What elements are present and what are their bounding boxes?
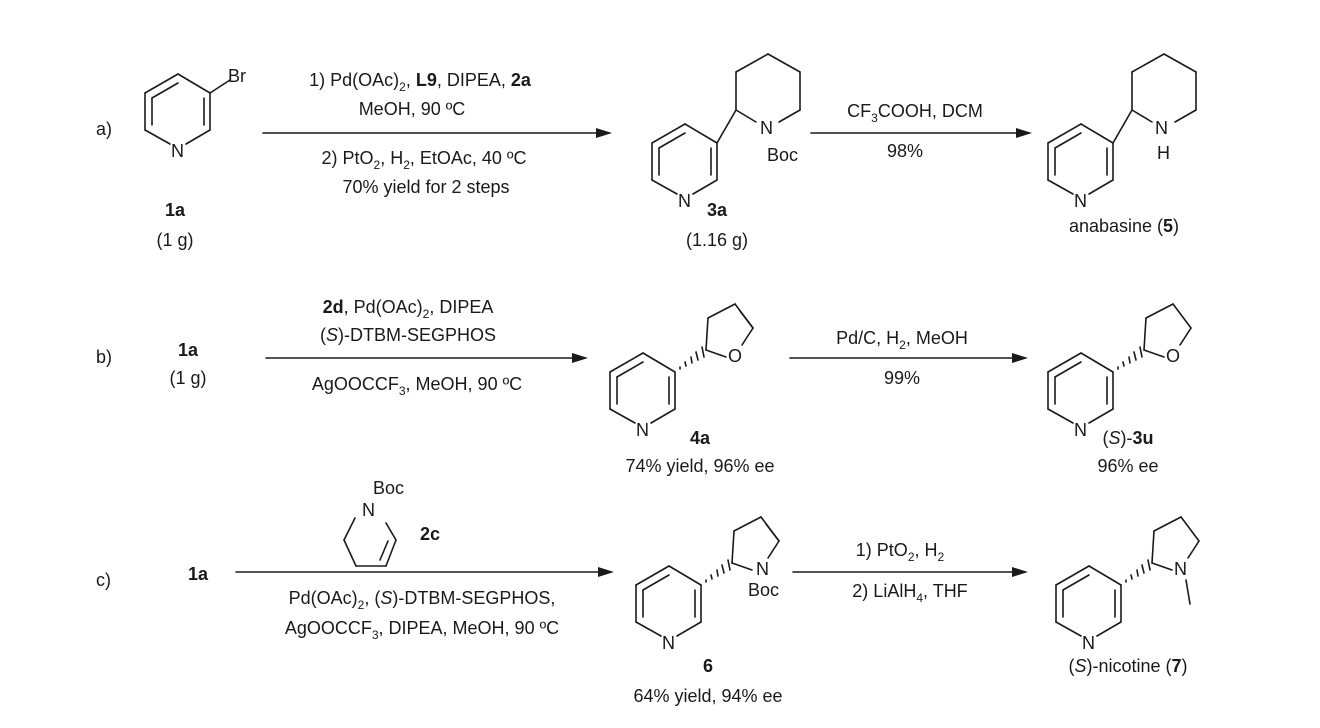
nicotine-label: (S)-nicotine (7): [1068, 656, 1187, 676]
row-b-cond-above-2: (S)-DTBM-SEGPHOS: [320, 325, 496, 345]
compound-2c-label: 2c: [420, 524, 440, 544]
row-b-cond-above-1: 2d, Pd(OAc)2, DIPEA: [323, 297, 494, 321]
row-a-cond2-above: CF3COOH, DCM: [847, 101, 983, 125]
compound-3u-structure: N O: [1047, 303, 1192, 440]
compound-4a-label: 4a: [690, 428, 711, 448]
atom-o: O: [1166, 346, 1180, 366]
compound-2c-structure: Boc N: [343, 478, 404, 567]
row-c-cond2-below: 2) LiAlH4, THF: [852, 581, 967, 605]
compound-4a-note: 74% yield, 96% ee: [625, 456, 774, 476]
atom-n-pyrroline: N: [756, 559, 769, 579]
row-a-cond-above-1: 1) Pd(OAc)2, L9, DIPEA, 2a: [309, 70, 532, 94]
compound-3a-amount: (1.16 g): [686, 230, 748, 250]
atom-boc: Boc: [373, 478, 404, 498]
row-c-cond-below-1: Pd(OAc)2, (S)-DTBM-SEGPHOS,: [289, 588, 556, 612]
compound-1a-label: 1a: [165, 200, 186, 220]
atom-n-methyl: N: [1174, 559, 1187, 579]
compound-6-label: 6: [703, 656, 713, 676]
compound-3u-label: (S)-3u: [1102, 428, 1153, 448]
atom-n: N: [1082, 633, 1095, 653]
anabasine-label: anabasine (5): [1069, 216, 1179, 236]
compound-6-structure: N N Boc: [635, 516, 780, 653]
compound-1a-label-b: 1a: [178, 340, 199, 360]
atom-n: N: [662, 633, 675, 653]
atom-n: N: [171, 141, 184, 161]
row-a-cond-below-2: 70% yield for 2 steps: [342, 177, 509, 197]
atom-br: Br: [228, 66, 246, 86]
atom-o: O: [728, 346, 742, 366]
row-a-cond2-below: 98%: [887, 141, 923, 161]
row-c-cond2-above: 1) PtO2, H2: [856, 540, 945, 564]
compound-1a-amount: (1 g): [156, 230, 193, 250]
atom-n: N: [678, 191, 691, 211]
atom-n: N: [362, 500, 375, 520]
row-b-cond2-above: Pd/C, H2, MeOH: [836, 328, 968, 352]
row-a-label: a): [96, 119, 112, 139]
atom-n: N: [1074, 191, 1087, 211]
row-c-label: c): [96, 570, 111, 590]
row-b-arrow-2: [789, 353, 1028, 363]
row-c-arrow-1: [235, 567, 614, 577]
row-a-arrow-1: [262, 128, 612, 138]
atom-nh: N: [1155, 118, 1168, 138]
compound-3a-label: 3a: [707, 200, 728, 220]
row-c-arrow-2: [792, 567, 1028, 577]
compound-3a-structure: N N Boc: [651, 53, 801, 211]
row-b-cond2-below: 99%: [884, 368, 920, 388]
row-a-cond-above-2: MeOH, 90 ºC: [359, 99, 466, 119]
row-b-cond-below-1: AgOOCCF3, MeOH, 90 ºC: [312, 374, 522, 398]
atom-n: N: [1074, 420, 1087, 440]
row-b-label: b): [96, 347, 112, 367]
atom-boc: Boc: [748, 580, 779, 600]
compound-4a-structure: N O: [609, 303, 754, 440]
atom-n: N: [636, 420, 649, 440]
compound-1a-amount-b: (1 g): [169, 368, 206, 388]
compound-3u-note: 96% ee: [1097, 456, 1158, 476]
row-b-arrow-1: [265, 353, 588, 363]
pyridine-1a-structure: N Br: [144, 66, 246, 161]
compound-1a-label-c: 1a: [188, 564, 209, 584]
atom-boc: Boc: [767, 145, 798, 165]
row-a-cond-below-1: 2) PtO2, H2, EtOAc, 40 ºC: [321, 148, 526, 172]
atom-h: H: [1157, 143, 1170, 163]
nicotine-structure: N N: [1055, 516, 1200, 653]
atom-n-piperidine: N: [760, 118, 773, 138]
anabasine-structure: N N H: [1047, 53, 1197, 211]
row-c-cond-below-2: AgOOCCF3, DIPEA, MeOH, 90 ºC: [285, 618, 559, 642]
compound-6-note: 64% yield, 94% ee: [633, 686, 782, 706]
row-a-arrow-2: [810, 128, 1032, 138]
